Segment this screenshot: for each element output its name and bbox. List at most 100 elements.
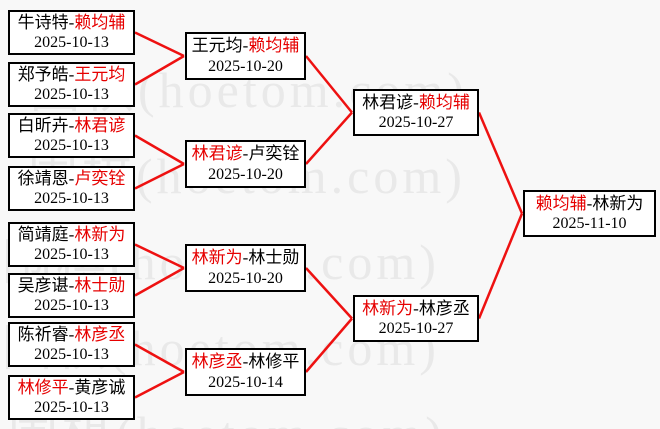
- bracket-connector: [477, 112, 524, 214]
- bracket-connector: [134, 370, 185, 399]
- bracket-connector: [305, 55, 353, 114]
- player-separator: -: [68, 377, 75, 397]
- player-left: 赖均辅: [535, 193, 587, 213]
- player-left: 白昕卉: [17, 115, 69, 135]
- match-date: 2025-10-20: [208, 165, 283, 183]
- match-date: 2025-10-13: [34, 190, 109, 208]
- player-separator: -: [68, 224, 75, 244]
- player-separator: -: [586, 193, 593, 213]
- player-left: 徐靖恩: [17, 168, 69, 188]
- player-right: 林新为: [592, 193, 644, 213]
- bracket-connector: [134, 54, 185, 86]
- match-players: 陈祈睿-林彦丞: [18, 324, 126, 345]
- match-date: 2025-10-20: [208, 57, 283, 75]
- match-players: 徐靖恩-卢奕铨: [18, 168, 126, 189]
- match-players: 简靖庭-林新为: [18, 224, 126, 245]
- player-right: 林彦丞: [418, 298, 470, 318]
- player-separator: -: [68, 64, 75, 84]
- bracket-connector: [134, 31, 185, 58]
- match-date: 2025-10-20: [208, 269, 283, 287]
- player-separator: -: [242, 36, 249, 56]
- bracket-connector: [305, 267, 353, 320]
- player-left: 陈祈睿: [17, 324, 69, 344]
- match-date: 2025-10-13: [34, 346, 109, 364]
- player-separator: -: [242, 352, 249, 372]
- match-date: 2025-11-10: [552, 215, 627, 233]
- player-left: 王元均: [191, 36, 243, 56]
- player-separator: -: [68, 12, 75, 32]
- match-players: 林彦丞-林修平: [192, 351, 300, 372]
- player-right: 赖均辅: [418, 92, 470, 112]
- player-separator: -: [413, 92, 419, 112]
- player-left: 牛诗特: [17, 12, 69, 32]
- match-players: 赖均辅-林新为: [536, 193, 644, 214]
- player-separator: -: [413, 298, 419, 318]
- player-left: 简靖庭: [17, 224, 69, 244]
- bracket-connector: [134, 162, 185, 190]
- player-left: 林彦丞: [191, 352, 243, 372]
- match-players: 郑予皓-王元均: [18, 64, 126, 85]
- player-separator: -: [68, 324, 75, 344]
- match-date: 2025-10-13: [34, 297, 109, 315]
- player-left: 郑予皓: [17, 64, 69, 84]
- player-right: 卢奕铨: [248, 144, 300, 164]
- player-left: 吴彦谌: [17, 275, 69, 295]
- bracket-connector: [477, 213, 524, 319]
- bracket-connector: [134, 343, 185, 374]
- player-right: 赖均辅: [74, 12, 126, 32]
- match-players: 牛诗特-赖均辅: [18, 12, 126, 33]
- match-players: 白昕卉-林君谚: [18, 115, 126, 136]
- player-left: 林君谚: [191, 144, 243, 164]
- match-date: 2025-10-14: [208, 373, 283, 391]
- match-players: 林新为-林彦丞: [362, 298, 470, 319]
- bracket-connector: [305, 111, 353, 165]
- player-left: 林修平: [17, 377, 69, 397]
- player-separator: -: [68, 115, 75, 135]
- match-players: 王元均-赖均辅: [192, 35, 300, 56]
- bracket-connector: [305, 317, 353, 373]
- match-date: 2025-10-13: [34, 86, 109, 104]
- match-players: 林修平-黄彦诚: [18, 377, 126, 398]
- player-right: 卢奕铨: [74, 168, 126, 188]
- player-right: 林士勋: [74, 275, 126, 295]
- player-right: 林彦丞: [74, 324, 126, 344]
- player-left: 林新为: [362, 298, 414, 318]
- player-left: 林新为: [191, 248, 243, 268]
- player-right: 林新为: [74, 224, 126, 244]
- match-date: 2025-10-13: [34, 137, 109, 155]
- player-right: 赖均辅: [248, 36, 300, 56]
- player-separator: -: [242, 144, 249, 164]
- match-date: 2025-10-13: [34, 399, 109, 417]
- player-separator: -: [68, 168, 75, 188]
- bracket-connector: [134, 134, 185, 166]
- bracket-connector: [134, 266, 185, 297]
- player-right: 黄彦诚: [74, 377, 126, 397]
- match-date: 2025-10-13: [34, 246, 109, 264]
- player-right: 林君谚: [74, 115, 126, 135]
- match-players: 林君谚-卢奕铨: [192, 143, 300, 164]
- match-date: 2025-10-13: [34, 34, 109, 52]
- match-players: 林新为-林士勋: [192, 247, 300, 268]
- player-separator: -: [68, 275, 75, 295]
- match-date: 2025-10-27: [378, 320, 454, 338]
- match-date: 2025-10-27: [378, 114, 454, 132]
- bracket-connector: [134, 243, 185, 270]
- player-right: 林士勋: [248, 248, 300, 268]
- match-players: 吴彦谌-林士勋: [18, 275, 126, 296]
